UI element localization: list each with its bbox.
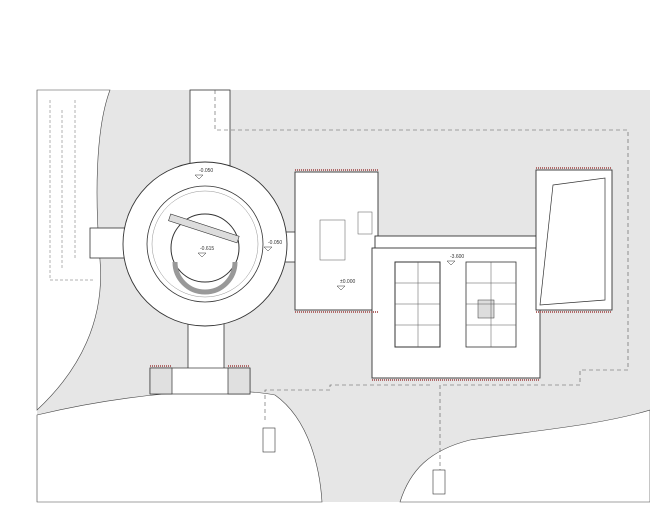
pavilion-west bbox=[294, 171, 379, 311]
level-label: -0.050 bbox=[268, 240, 282, 246]
level-marker-sunken-hall: -3.600 bbox=[446, 254, 464, 266]
level-label: -3.600 bbox=[450, 254, 464, 260]
central-hall bbox=[371, 247, 541, 379]
level-marker-rotunda-core: -0.615 bbox=[197, 246, 214, 258]
pavilion-east bbox=[535, 169, 613, 311]
level-label: -0.615 bbox=[200, 246, 214, 252]
hall-grid bbox=[395, 262, 516, 347]
basement-outline bbox=[214, 90, 629, 470]
level-label: ±0.000 bbox=[340, 279, 355, 285]
south-paved-area bbox=[36, 390, 323, 503]
southeast-paved-area bbox=[399, 409, 650, 503]
south-gate bbox=[149, 367, 251, 395]
west-building-outline bbox=[49, 100, 95, 281]
level-marker-pavilion-entry: ±0.000 bbox=[336, 279, 355, 291]
planter-edges bbox=[150, 167, 612, 381]
level-label: -0.050 bbox=[199, 168, 213, 174]
level-marker-plaza-north: -0.050 bbox=[194, 168, 213, 180]
rotunda bbox=[122, 161, 288, 327]
level-marker-plaza-east: -0.050 bbox=[263, 240, 282, 252]
stair-kiosks bbox=[262, 427, 446, 495]
west-paved-area bbox=[36, 89, 111, 411]
